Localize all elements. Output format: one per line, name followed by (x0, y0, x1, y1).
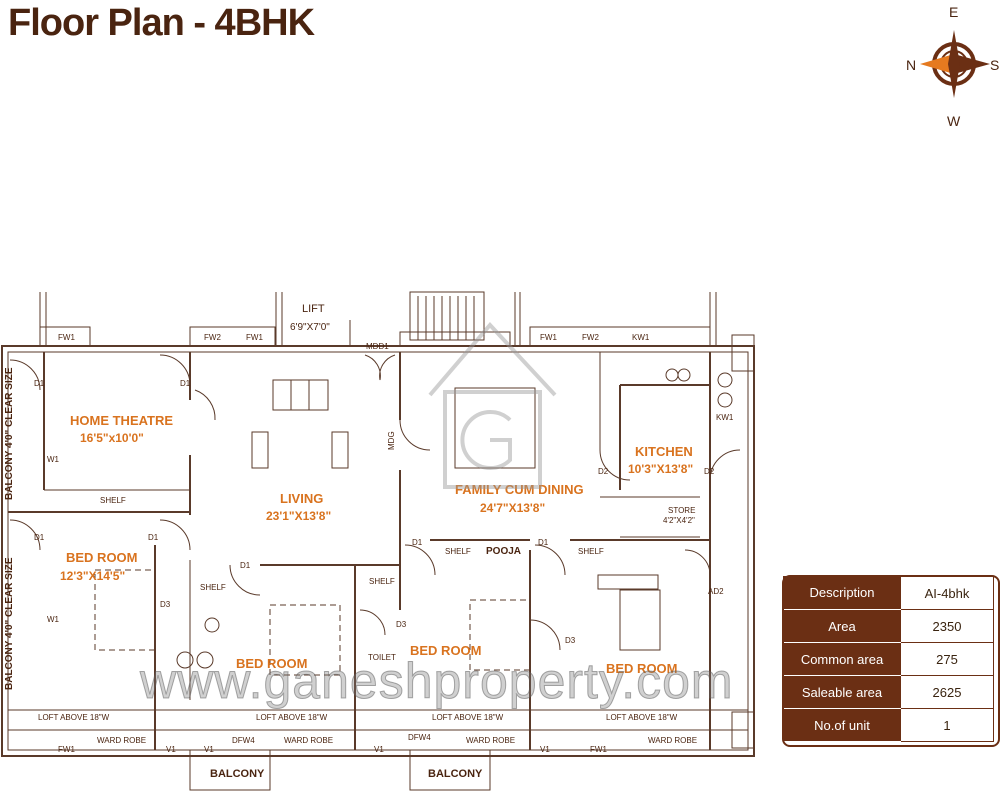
table-row: Common area 275 (783, 643, 994, 676)
wardrobe-label-3: WARD ROBE (466, 736, 515, 745)
kitchen-size: 10'3"X13'8" (628, 462, 693, 476)
kw1-label-2: KW1 (716, 413, 734, 422)
shelf-label-4: SHELF (200, 583, 226, 592)
doors (9, 354, 741, 651)
family-dining-label: FAMILY CUM DINING (455, 482, 584, 497)
shelf-label-3: SHELF (369, 577, 395, 586)
mdd1-label: MDD1 (366, 342, 389, 351)
fw2-label-2: FW2 (582, 333, 599, 342)
kw1-label-1: KW1 (632, 333, 650, 342)
table-row: Area 2350 (783, 610, 994, 643)
wardrobe-label-1: WARD ROBE (97, 736, 146, 745)
furniture (94, 368, 733, 676)
dfw4-label-2: DFW4 (408, 733, 431, 742)
d2-label-2: D2 (704, 467, 715, 476)
lift-size: 6'9"X7'0" (290, 322, 330, 333)
d1-label-3: D1 (34, 533, 45, 542)
v1-label-4: V1 (540, 745, 550, 754)
kitchen-label: KITCHEN (635, 444, 693, 459)
fw1-label-2: FW1 (246, 333, 263, 342)
d1-label-7: D1 (538, 538, 549, 547)
balcony-bottom-1: BALCONY (210, 768, 265, 780)
shelf-label-2: SHELF (578, 547, 604, 556)
compass-n: N (906, 57, 916, 73)
living-label: LIVING (280, 491, 323, 506)
living-size: 23'1"X13'8" (266, 509, 331, 523)
table-cell: 2625 (901, 676, 994, 709)
table-row: No.of unit 1 (783, 709, 994, 742)
toilet-label: TOILET (368, 653, 396, 662)
table-cell: 275 (901, 643, 994, 676)
bed2-label: BED ROOM (236, 656, 308, 671)
table-header-row: Description AI-4bhk (783, 576, 994, 610)
d1-label-5: D1 (240, 561, 251, 570)
compass-w: W (947, 113, 961, 129)
description-table: Description AI-4bhk Area 2350 Common are… (783, 576, 994, 742)
table-cell: Area (783, 610, 901, 643)
shelf-label-1: SHELF (445, 547, 471, 556)
v1-label-3: V1 (374, 745, 384, 754)
lift-label: LIFT (302, 303, 325, 315)
table-cell: Saleable area (783, 676, 901, 709)
table-cell: No.of unit (783, 709, 901, 742)
d2-label-1: D2 (598, 467, 609, 476)
fw1-label-3: FW1 (540, 333, 557, 342)
fw1-label-5: FW1 (590, 745, 607, 754)
w1-label-1: W1 (47, 455, 60, 464)
loft-label-3: LOFT ABOVE 18"W (432, 713, 504, 722)
wardrobe-label-4: WARD ROBE (648, 736, 697, 745)
bed1-size: 12'3"X14'5" (60, 569, 125, 583)
page-title: Floor Plan - 4BHK (8, 2, 315, 44)
staircase (409, 291, 485, 341)
v1-label-2: V1 (204, 745, 214, 754)
d3-label-2: D3 (396, 620, 407, 629)
home-theatre-size: 16'5"x10'0" (80, 431, 144, 445)
fw1-label-4: FW1 (58, 745, 75, 754)
loft-label-4: LOFT ABOVE 18"W (606, 713, 678, 722)
compass-icon: E N S W (906, 4, 999, 129)
table-cell: Description (783, 576, 901, 610)
store-label: STORE (668, 506, 695, 515)
fw1-label-1: FW1 (58, 333, 75, 342)
d3-label-1: D3 (160, 600, 171, 609)
mdg-label: MDG (387, 431, 396, 450)
v1-label-1: V1 (166, 745, 176, 754)
balcony-side-2: BALCONY 4'0" CLEAR SIZE (4, 557, 15, 690)
table-row: Saleable area 2625 (783, 676, 994, 709)
bed4-label: BED ROOM (606, 661, 678, 676)
compass-e: E (949, 4, 958, 20)
pooja-label: POOJA (486, 546, 521, 557)
table-cell: 1 (901, 709, 994, 742)
bed3-label: BED ROOM (410, 643, 482, 658)
d1-label-4: D1 (148, 533, 159, 542)
store-size: 4'2"X4'2" (663, 516, 695, 525)
table-cell: AI-4bhk (901, 576, 994, 610)
watermark-text: www.ganeshproperty.com (140, 653, 734, 710)
ad2-label: AD2 (708, 587, 724, 596)
wardrobe-label-2: WARD ROBE (284, 736, 333, 745)
bed1-label: BED ROOM (66, 550, 138, 565)
loft-label-1: LOFT ABOVE 18"W (38, 713, 110, 722)
w1-label-2: W1 (47, 615, 60, 624)
dfw4-label-1: DFW4 (232, 736, 255, 745)
home-theatre-label: HOME THEATRE (70, 413, 173, 428)
table-cell: Common area (783, 643, 901, 676)
d3-label-3: D3 (565, 636, 576, 645)
shelf-label-5: SHELF (100, 496, 126, 505)
d1-label-6: D1 (412, 538, 423, 547)
loft-label-2: LOFT ABOVE 18"W (256, 713, 328, 722)
watermark-logo (428, 321, 557, 489)
compass-s: S (990, 57, 999, 73)
balcony-side-1: BALCONY 4'0" CLEAR SIZE (4, 367, 15, 500)
table-cell: 2350 (901, 610, 994, 643)
family-dining-size: 24'7"X13'8" (480, 501, 545, 515)
d1-label-1: D1 (34, 379, 45, 388)
balcony-bottom-2: BALCONY (428, 768, 483, 780)
fw2-label-1: FW2 (204, 333, 221, 342)
d1-label-2: D1 (180, 379, 191, 388)
